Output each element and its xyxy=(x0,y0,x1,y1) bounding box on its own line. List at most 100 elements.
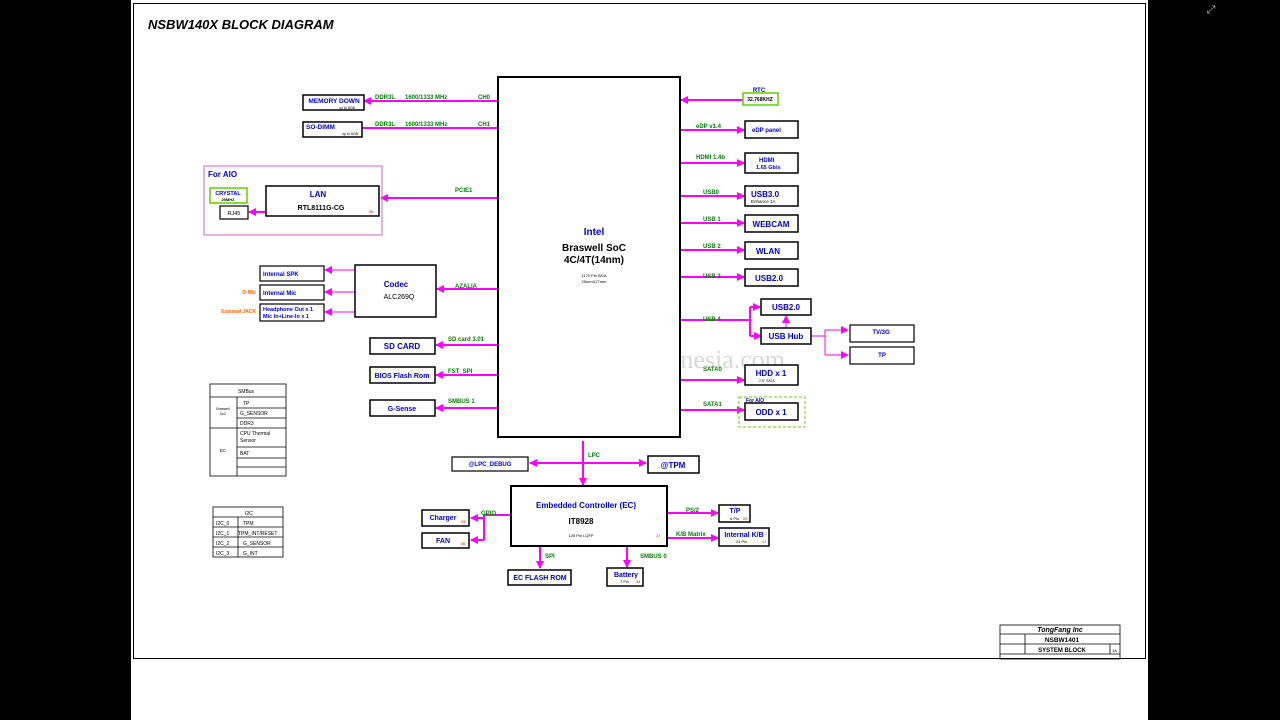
soc-package: 1170 Pin BGA xyxy=(581,273,606,278)
gpio-label: GPIO xyxy=(481,511,496,517)
mic-in-label: Mic In+Line-In x 1 xyxy=(263,314,309,320)
i2c-row3-dev: G_INT xyxy=(243,551,258,557)
kb-pins: 24 Pin xyxy=(736,539,747,544)
rtc-block xyxy=(742,92,779,106)
lpc-debug-block xyxy=(451,456,529,472)
azalia-label: AZALIA xyxy=(455,284,478,290)
dmic-label: D-Mic xyxy=(242,290,256,296)
spi-label: SPI xyxy=(545,554,555,560)
usb20-label: USB2.0 xyxy=(755,274,784,283)
hdd-sub: 2.5" SATA xyxy=(759,379,775,383)
hdmi-label: HDMI xyxy=(759,158,775,164)
pcie-label: PCIE1 xyxy=(455,188,473,194)
lan-block xyxy=(265,185,380,217)
internal-spk-block xyxy=(259,265,325,282)
charger-pin: 34 xyxy=(461,519,466,524)
memory-down-block: MEMORY DOWN up to 8GB xyxy=(302,94,365,111)
codec-label: Codec xyxy=(384,280,409,289)
webcam-block xyxy=(744,214,799,233)
lpc-label: LPC xyxy=(588,453,601,459)
odd-aio-group xyxy=(738,396,806,428)
tp-label: TP xyxy=(878,353,886,359)
ch1-signal: DDR3L xyxy=(375,122,395,128)
aio-lan-group xyxy=(203,165,383,236)
tpm-block xyxy=(647,455,700,474)
battery-pins: 7 Pin xyxy=(620,579,629,584)
sheet-border xyxy=(133,3,1146,659)
smbus-row-bat: BAT xyxy=(240,451,249,457)
ec-flash-label: EC FLASH ROM xyxy=(513,575,566,582)
lan-label: LAN xyxy=(310,190,327,199)
sheet-name: SYSTEM BLOCK xyxy=(1038,648,1086,654)
hub-usb20-block xyxy=(760,298,812,316)
collapse-icon[interactable]: ⤢ xyxy=(1206,4,1216,16)
internal-kb-label: Internal K/B xyxy=(724,532,763,539)
ec-package: 128 Pin LQFP xyxy=(568,533,593,538)
bios-rom-label: BIOS Flash Rom xyxy=(375,373,430,380)
revision: 1A xyxy=(1112,648,1117,653)
company-name: TongFang Inc xyxy=(1037,627,1083,634)
soc-block xyxy=(497,76,681,438)
rtc-label: RTC xyxy=(753,88,766,94)
battery-number: 34 xyxy=(636,579,641,584)
kb-number: 17 xyxy=(762,539,767,544)
smbus-row-ddr3: DDR3 xyxy=(240,421,254,427)
hdmi-block xyxy=(744,152,799,174)
usb3-sub: Enhance 1A xyxy=(751,199,776,204)
wlan-block xyxy=(744,241,799,260)
ec-chip: IT8928 xyxy=(569,517,594,526)
aio-label: For AIO xyxy=(208,170,237,179)
sd-card-label: SD CARD xyxy=(384,342,421,351)
usb1-signal: USB 1 xyxy=(703,217,721,223)
webcam-label: WEBCAM xyxy=(753,220,790,229)
wlan-label: WLAN xyxy=(756,247,780,256)
edp-panel-block xyxy=(744,120,799,139)
smbus-row-tp: TP xyxy=(243,401,250,407)
diagram-title: NSBW140X BLOCK DIAGRAM xyxy=(148,17,335,32)
smbus-table xyxy=(209,383,287,477)
so-dimm-label: SO-DIMM xyxy=(306,124,335,131)
i2c-row2-dev: G_SENSOR xyxy=(243,541,271,547)
tpm-label: @TPM xyxy=(661,461,686,470)
usb3-label: USB3.0 xyxy=(751,190,780,199)
fan-block xyxy=(421,532,470,549)
rj45-label: RJ45 xyxy=(228,211,241,217)
internal-mic-label: Internal Mic xyxy=(263,291,297,297)
ch0-signal: DDR3L xyxy=(375,95,395,101)
g-sense-label: G-Sense xyxy=(388,406,417,413)
tp-ec-pins: 6 Pin xyxy=(730,516,739,521)
bios-rom-block xyxy=(369,366,436,384)
i2c-row3-bus: I2C_3 xyxy=(216,551,230,557)
usb3-block xyxy=(744,185,799,207)
rtc-freq: 32.768KHZ xyxy=(747,97,773,103)
sd-signal: SD card 3.01 xyxy=(448,337,485,343)
lan-chip: RTL8111G-CG xyxy=(298,205,345,212)
lan-pin: 35 xyxy=(369,209,374,214)
sata1-signal: SATA1 xyxy=(703,402,722,408)
i2c-row0-dev: TPM xyxy=(243,521,254,527)
rj45-block xyxy=(219,205,249,220)
sd-card-block xyxy=(369,337,436,355)
ec-pin: 17 xyxy=(656,533,661,538)
usb3-signal: USB 3 xyxy=(703,274,721,280)
smbus-row-cpu-thermal: CPU Thermal xyxy=(240,431,270,437)
headphone-block xyxy=(259,303,325,322)
tv3g-block xyxy=(849,324,915,343)
i2c-row1-dev: TPM_INT/RESET xyxy=(238,531,277,537)
battery-label: Battery xyxy=(614,572,638,579)
edp-panel-label: eDP panel xyxy=(752,128,781,134)
hdmi-signal: HDMI 1.4b xyxy=(696,155,725,161)
memory-down-size: up to 8GB xyxy=(339,106,355,110)
internal-kb-block xyxy=(718,527,770,547)
internal-spk-label: Internal SPK xyxy=(263,272,299,278)
lpc-debug-label: @LPC_DEBUG xyxy=(469,462,512,468)
g-sense-block xyxy=(369,399,436,417)
usb0-signal: USB0 xyxy=(703,190,720,196)
smbus-group1: Braswell xyxy=(216,407,229,411)
link-lines xyxy=(248,96,762,569)
battery-block xyxy=(606,567,644,587)
i2c-row1-bus: I2C_1 xyxy=(216,531,230,537)
hub-usb20-label: USB2.0 xyxy=(772,303,801,312)
i2c-row0-bus: I2C_0 xyxy=(216,521,230,527)
smbus-row-sensor: Sensor xyxy=(240,438,256,444)
